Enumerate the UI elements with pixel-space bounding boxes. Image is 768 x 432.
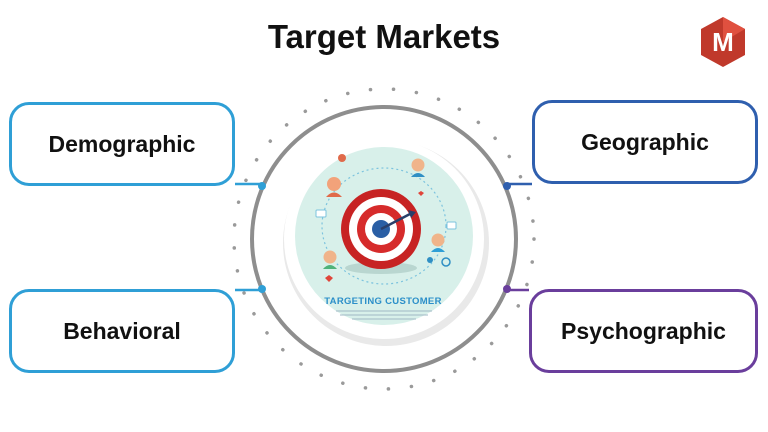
customer-icons — [315, 154, 457, 282]
dotted-ring — [232, 87, 536, 391]
segment-psychographic: Psychographic — [529, 289, 758, 373]
segment-geographic: Geographic — [532, 100, 758, 184]
target-icon — [341, 189, 421, 274]
segment-psychographic-label: Psychographic — [561, 317, 726, 344]
brand-logo: M — [699, 16, 747, 68]
segment-demographic: Demographic — [9, 102, 235, 186]
segment-behavioral-label: Behavioral — [63, 317, 181, 344]
page-title: Target Markets — [267, 18, 501, 55]
segment-behavioral: Behavioral — [9, 289, 235, 373]
brand-logo-letter: M — [712, 27, 734, 57]
center-caption: TARGETING CUSTOMER — [324, 296, 442, 307]
segment-geographic-label: Geographic — [581, 128, 709, 155]
caption-filler-lines — [336, 310, 432, 320]
brand-logo-icon — [701, 17, 745, 67]
segment-demographic-label: Demographic — [48, 130, 196, 157]
main-ring — [250, 105, 518, 373]
